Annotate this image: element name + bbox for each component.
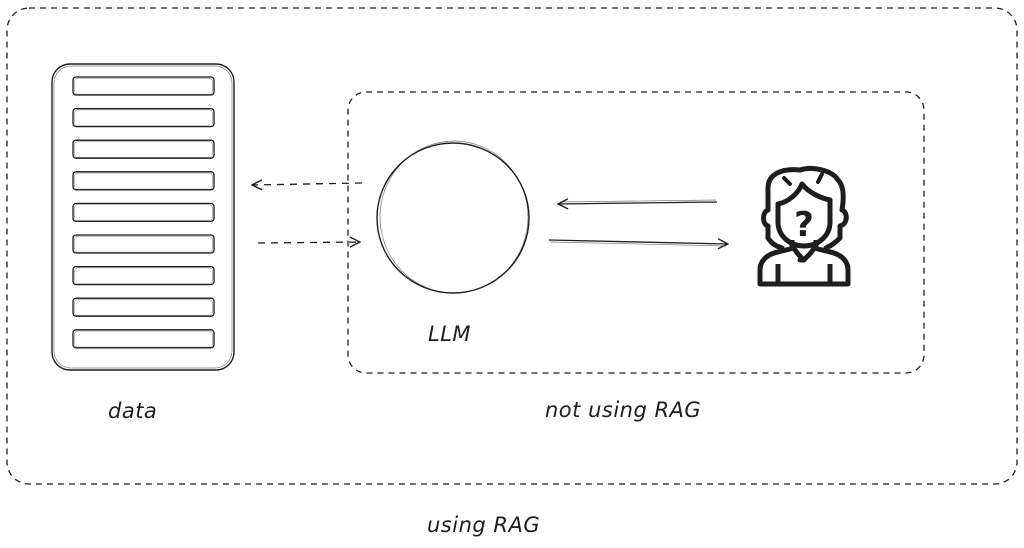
arrow-data-to-llm: [257, 242, 360, 243]
data-row-sketch-line: [74, 299, 213, 316]
data-row-sketch-line: [74, 77, 213, 95]
data-row: [72, 171, 215, 191]
data-row: [72, 297, 215, 317]
data-rows: [72, 76, 215, 349]
data-row-sketch-line: [74, 141, 213, 158]
data-row-sketch-line: [74, 235, 213, 253]
data-store: [51, 63, 235, 371]
data-row: [72, 139, 215, 159]
data-row-sketch-line: [74, 330, 213, 348]
confused-user-icon: ?: [757, 165, 851, 287]
data-row: [72, 202, 215, 223]
data-row: [72, 107, 215, 128]
arrow-llm-to-data: [252, 183, 363, 185]
using-rag-boundary: [6, 7, 1018, 485]
data-row-sketch-line: [74, 267, 213, 285]
data-row: [72, 265, 215, 286]
arrow-llm-to-user: [548, 240, 728, 246]
not-using-rag-label: not using RAG: [545, 398, 701, 422]
not-using-rag-boundary: [347, 91, 925, 374]
data-label: data: [108, 399, 157, 423]
llm-node: [376, 140, 530, 294]
data-row-sketch-line: [74, 172, 213, 190]
data-store-container: [51, 63, 235, 371]
question-mark: ?: [794, 205, 814, 245]
data-row: [72, 234, 215, 254]
using-rag-label: using RAG: [427, 513, 540, 537]
data-row-sketch-line: [74, 204, 213, 221]
arrow-user-to-llm: [558, 200, 718, 204]
llm-label: LLM: [428, 322, 471, 346]
data-row-sketch-line: [74, 109, 213, 127]
data-row: [72, 76, 215, 96]
data-row: [72, 329, 215, 349]
